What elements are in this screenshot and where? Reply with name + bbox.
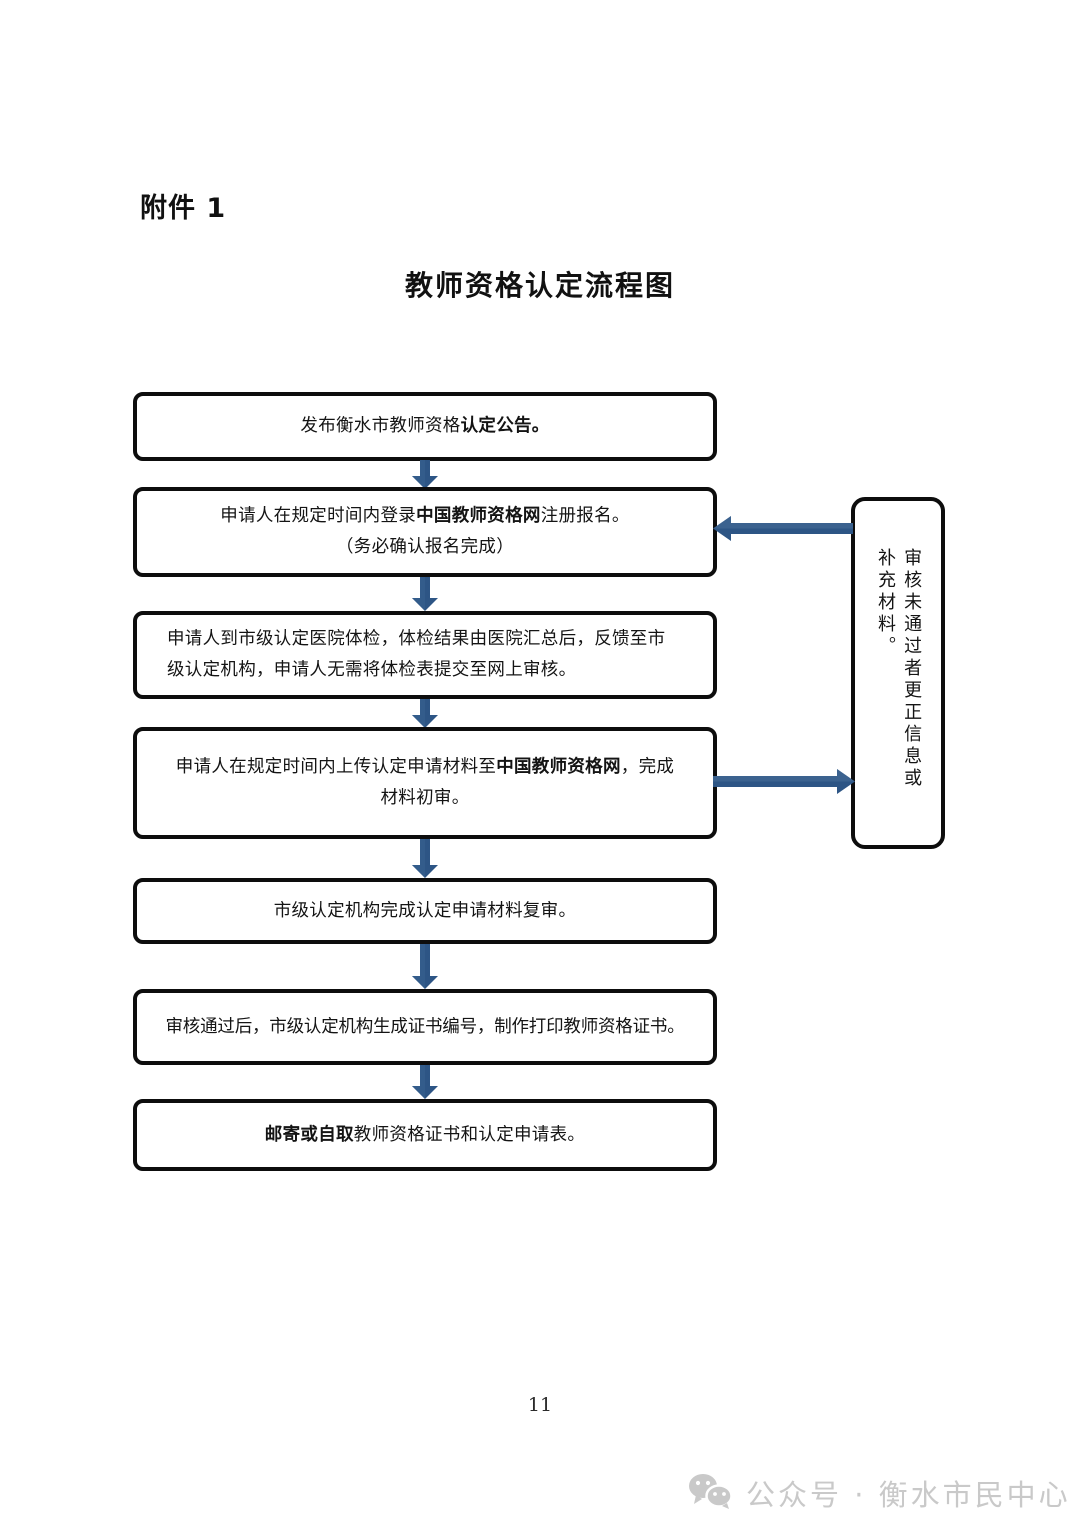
flow-step-6: 审核通过后，市级认定机构生成证书编号，制作打印教师资格证书。: [133, 989, 717, 1065]
flow-step-4-line1-bold: 中国教师资格网: [496, 757, 621, 778]
arrow-step1-to-step2: [408, 460, 442, 489]
flow-step-4-text: 申请人在规定时间内上传认定申请材料至中国教师资格网，完成 材料初审。: [155, 752, 695, 813]
flow-step-6-text: 审核通过后，市级认定机构生成证书编号，制作打印教师资格证书。: [165, 1016, 685, 1037]
flow-step-4-line1-suffix: ，完成: [620, 757, 675, 778]
watermark: 公众号 · 衡水市民中心: [688, 1472, 1071, 1514]
flow-step-7-text: 邮寄或自取教师资格证书和认定申请表。: [155, 1120, 695, 1151]
flow-step-2-line2: （务必确认报名完成）: [336, 537, 514, 557]
flow-step-2-line1-plain: 申请人在规定时间内登录: [220, 506, 417, 527]
flow-step-5-text: 市级认定机构完成认定申请材料复审。: [273, 900, 577, 921]
flow-step-2-line1-suffix: 注册报名。: [540, 506, 630, 527]
flow-step-1-text: 发布衡水市教师资格认定公告。: [155, 411, 695, 442]
arrow-step5-to-step6: [408, 944, 442, 989]
flow-step-5: 市级认定机构完成认定申请材料复审。: [133, 878, 717, 944]
flow-step-2-line1: 申请人在规定时间内登录中国教师资格网注册报名。: [220, 506, 629, 526]
flow-step-3-line2: 级认定机构，申请人无需将体检表提交至网上审核。: [167, 660, 577, 680]
flow-step-1-plain: 发布衡水市教师资格: [300, 416, 461, 437]
flow-step-3-text: 申请人到市级认定医院体检，体检结果由医院汇总后，反馈至市 级认定机构，申请人无需…: [155, 624, 695, 685]
flow-step-7-plain: 教师资格证书和认定申请表。: [353, 1124, 586, 1145]
watermark-text: 公众号 · 衡水市民中心: [746, 1478, 1071, 1512]
flow-step-4-line1: 申请人在规定时间内上传认定申请材料至中国教师资格网，完成: [176, 757, 674, 777]
attachment-label: 附件 1: [140, 193, 227, 224]
flow-step-3: 申请人到市级认定医院体检，体检结果由医院汇总后，反馈至市 级认定机构，申请人无需…: [133, 611, 717, 699]
arrow-step3-to-step4: [408, 699, 442, 728]
page-number: 11: [527, 1394, 553, 1416]
flow-step-2: 申请人在规定时间内登录中国教师资格网注册报名。 （务必确认报名完成）: [133, 487, 717, 577]
flow-step-1-bold: 认定公告。: [460, 416, 550, 437]
flow-step-2-line1-bold: 中国教师资格网: [416, 506, 541, 527]
arrow-step4-to-step5: [408, 839, 442, 878]
arrow-step2-to-step3: [408, 577, 442, 611]
flow-step-4: 申请人在规定时间内上传认定申请材料至中国教师资格网，完成 材料初审。: [133, 727, 717, 839]
flow-step-1: 发布衡水市教师资格认定公告。: [133, 392, 717, 461]
flow-step-4-line1-plain: 申请人在规定时间内上传认定申请材料至: [175, 757, 497, 778]
flow-rework-note-text: 审核未通过者更正信息或补充材料。: [875, 548, 923, 790]
flow-step-7-bold: 邮寄或自取: [264, 1124, 354, 1145]
flow-step-2-text: 申请人在规定时间内登录中国教师资格网注册报名。 （务必确认报名完成）: [155, 501, 695, 562]
wechat-icon: [688, 1473, 733, 1513]
flow-step-3-line1: 申请人到市级认定医院体检，体检结果由医院汇总后，反馈至市: [167, 629, 666, 650]
arrow-step6-to-step7: [408, 1065, 442, 1099]
arrow-step4-to-rework: [713, 769, 855, 794]
flow-rework-note: 审核未通过者更正信息或补充材料。: [851, 497, 945, 849]
flow-step-4-line2: 材料初审。: [380, 788, 470, 808]
flow-step-7: 邮寄或自取教师资格证书和认定申请表。: [133, 1099, 717, 1171]
page-title: 教师资格认定流程图: [404, 269, 675, 302]
arrow-rework-to-step2: [713, 516, 853, 541]
